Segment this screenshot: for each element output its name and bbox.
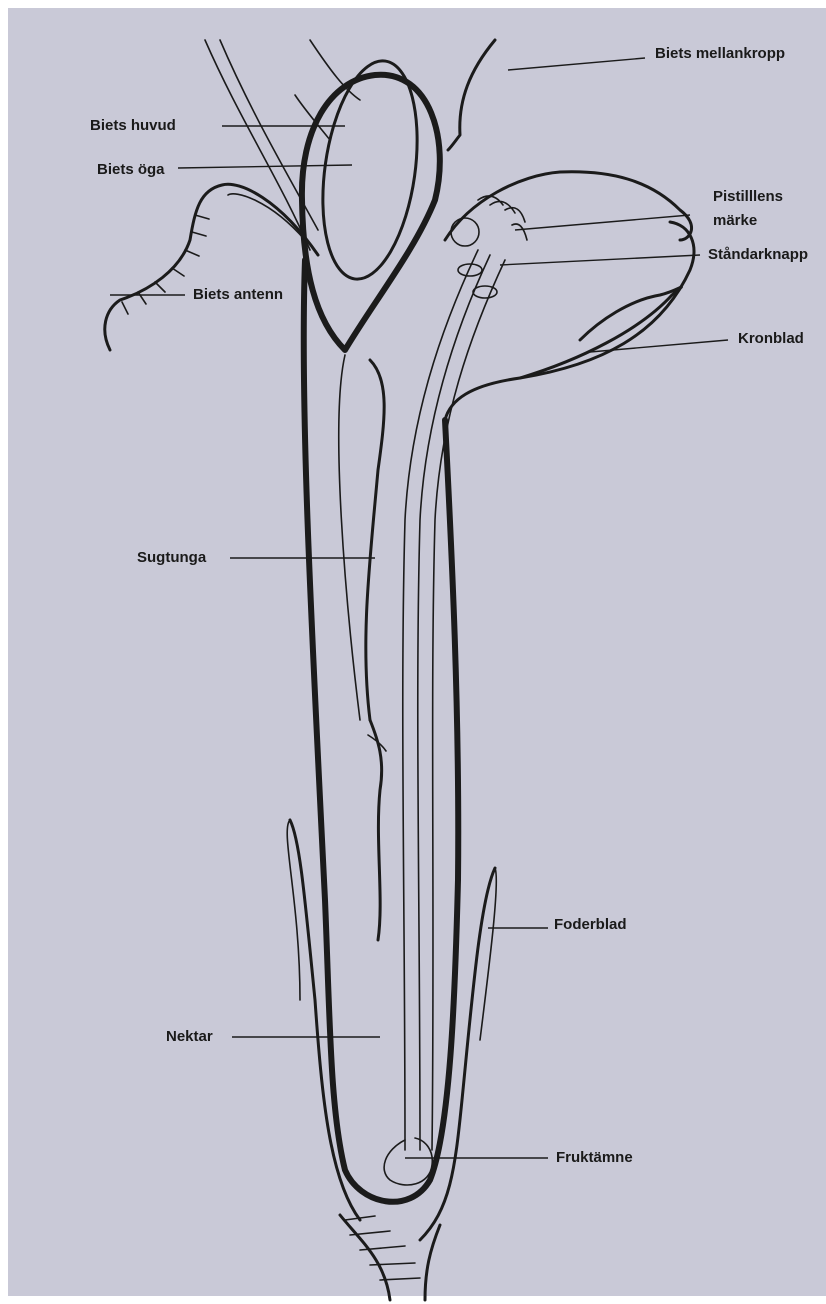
label-biets-oga: Biets öga [97,160,165,180]
label-nektar: Nektar [166,1027,213,1047]
label-pistillens-line2: märke [713,211,757,231]
label-sugtunga: Sugtunga [137,548,206,568]
label-foderblad: Foderblad [554,915,627,935]
label-kronblad: Kronblad [738,329,804,349]
label-biets-mellankropp: Biets mellankropp [655,44,785,64]
label-fruktamne: Fruktämne [556,1148,633,1168]
label-standarknapp: Ståndarknapp [708,245,808,265]
paper-background [8,8,826,1296]
label-biets-antenn: Biets antenn [193,285,283,305]
label-pistillens-line1: Pistilllens [713,187,783,207]
label-biets-huvud: Biets huvud [90,116,176,136]
